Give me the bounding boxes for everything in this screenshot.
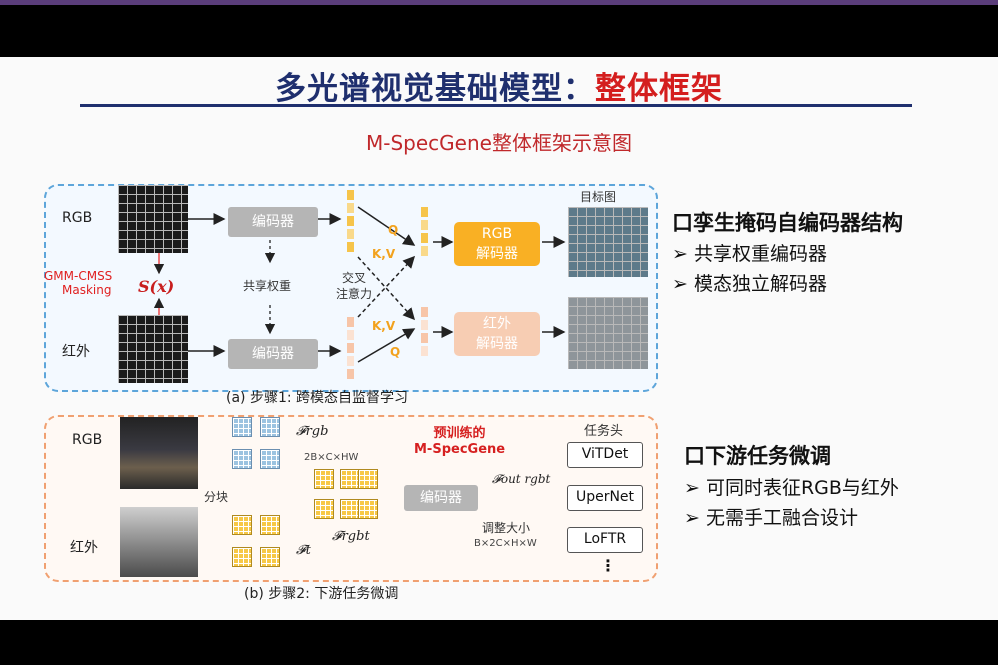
q-label-top: Q: [388, 223, 399, 237]
rgb-decoder-line2: 解码器: [476, 246, 518, 262]
title-main: 多光谱视觉基础模型：: [275, 71, 595, 107]
slide-title: 多光谱视觉基础模型：整体框架: [0, 63, 998, 108]
token-ir-2: [347, 330, 354, 340]
bullet-1-item-1: ➢ 共享权重编码器: [672, 243, 827, 265]
pretrained-encoder: 编码器: [404, 485, 478, 511]
panel-a-ir-label: 红外: [62, 344, 90, 360]
fused-rgb-4: [421, 246, 428, 256]
ir-decoder-line2: 解码器: [476, 336, 518, 352]
token-rgb-3: [347, 216, 354, 226]
patchify-label: 分块: [204, 490, 229, 504]
rgb-patch-2: [260, 417, 280, 437]
title-highlight: 整体框架: [595, 71, 723, 107]
fused-patch-2: [340, 469, 360, 489]
target-label: 目标图: [580, 190, 617, 204]
cross-attn-line1: 交叉: [342, 271, 367, 285]
token-rgb-5: [347, 242, 354, 252]
ir-reconstruction: [568, 297, 648, 369]
task-vitdet: ViTDet: [567, 442, 643, 468]
slide: 多光谱视觉基础模型：整体框架 M-SpecGene整体框架示意图: [0, 57, 998, 620]
ir-decoder: 红外 解码器: [454, 312, 540, 356]
bullet-2-item-2: ➢ 无需手工融合设计: [684, 507, 858, 529]
f-rgbt-label: 𝓕rgbt: [332, 529, 370, 544]
top-bar: [0, 0, 998, 5]
cross-attention-label: 交叉 注意力: [336, 270, 372, 302]
ir-patch-4: [260, 547, 280, 567]
ir-decoder-line1: 红外: [483, 316, 511, 332]
rgb-patch-1: [232, 417, 252, 437]
fused-patch-5: [340, 499, 360, 519]
kv-label-bottom: K,V: [372, 319, 396, 333]
task-head-label: 任务头: [584, 424, 624, 439]
ir-patch-1: [232, 515, 252, 535]
f-out-label: 𝓕out rgbt: [492, 472, 551, 486]
kv-label-top: K,V: [372, 247, 396, 261]
bottom-bar: [0, 620, 998, 665]
rgb-photo: [120, 417, 198, 489]
token-ir-1: [347, 317, 354, 327]
panel-a-caption: (a) 步骤1: 跨模态自监督学习: [226, 390, 409, 406]
fused-patch-3: [358, 469, 378, 489]
bullet-2-item-1: ➢ 可同时表征RGB与红外: [684, 477, 899, 499]
dims-2bchw: 2B×C×HW: [304, 452, 359, 463]
rgb-decoder: RGB 解码器: [454, 222, 540, 266]
panel-b-caption: (b) 步骤2: 下游任务微调: [244, 586, 399, 602]
fused-rgb-2: [421, 220, 428, 230]
pretrained-line1: 预训练的: [433, 426, 486, 441]
title-underline: [80, 104, 912, 107]
pretrained-label: 预训练的 M-SpecGene: [414, 426, 505, 458]
dims-b2chw: B×2C×H×W: [474, 538, 537, 549]
bullet-heading-1: 口孪生掩码自编码器结构: [672, 211, 903, 235]
ir-patch-2: [260, 515, 280, 535]
pretrained-line2: M-SpecGene: [414, 442, 506, 457]
masking-line2: Masking: [62, 283, 112, 297]
token-ir-3: [347, 343, 354, 353]
masking-label: GMM-CMSS Masking: [44, 269, 112, 297]
panel-b-rgb-label: RGB: [72, 432, 103, 448]
fused-ir-3: [421, 333, 428, 343]
fused-rgb-3: [421, 233, 428, 243]
fused-patch-6: [358, 499, 378, 519]
resize-label: 调整大小: [482, 521, 531, 535]
masking-line1: GMM-CMSS: [44, 269, 113, 283]
encoder-rgb: 编码器: [228, 207, 318, 237]
task-loftr: LoFTR: [567, 527, 643, 553]
q-label-bottom: Q: [390, 345, 401, 359]
figure-subtitle: M-SpecGene整体框架示意图: [366, 131, 632, 155]
fused-patch-1: [314, 469, 334, 489]
score-function: S(x): [138, 277, 175, 296]
token-rgb-1: [347, 190, 354, 200]
fused-ir-4: [421, 346, 428, 356]
cross-attn-line2: 注意力: [336, 287, 373, 301]
panel-b-ir-label: 红外: [70, 540, 98, 556]
bullet-heading-2: 口下游任务微调: [684, 444, 831, 468]
task-upernet: UperNet: [567, 485, 643, 511]
rgb-masked-image: [118, 185, 188, 253]
more-tasks: ⋮: [600, 556, 616, 575]
f-t-label: 𝓕t: [296, 543, 311, 558]
rgb-patch-3: [232, 449, 252, 469]
fused-patch-4: [314, 499, 334, 519]
fused-ir-2: [421, 320, 428, 330]
token-rgb-4: [347, 229, 354, 239]
rgb-reconstruction: [568, 207, 648, 277]
token-ir-5: [347, 369, 354, 379]
token-ir-4: [347, 356, 354, 366]
bullet-1-item-2: ➢ 模态独立解码器: [672, 273, 827, 295]
rgb-decoder-line1: RGB: [481, 226, 513, 242]
ir-photo: [120, 507, 198, 577]
fused-ir-1: [421, 307, 428, 317]
rgb-patch-4: [260, 449, 280, 469]
f-rgb-label: 𝓕rgb: [296, 424, 329, 439]
ir-patch-3: [232, 547, 252, 567]
encoder-ir: 编码器: [228, 339, 318, 369]
panel-a-rgb-label: RGB: [62, 210, 93, 226]
token-rgb-2: [347, 203, 354, 213]
fused-rgb-1: [421, 207, 428, 217]
ir-masked-image: [118, 315, 188, 383]
shared-weight-label: 共享权重: [243, 279, 292, 293]
